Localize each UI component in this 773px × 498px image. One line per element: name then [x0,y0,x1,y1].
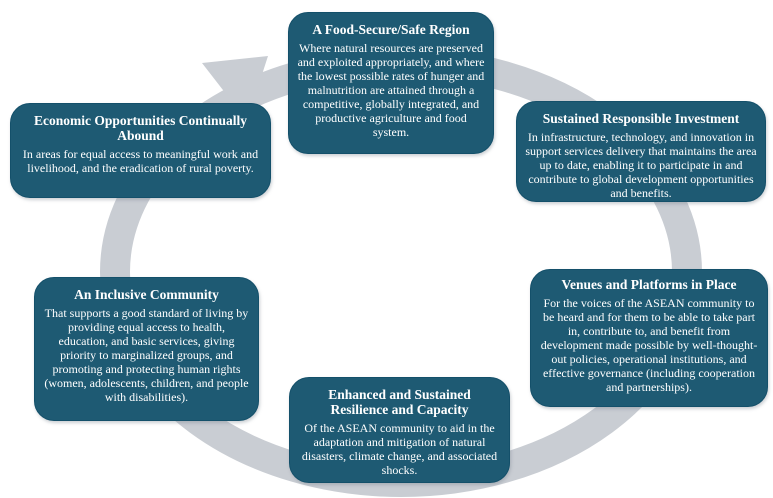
node-inclusive-community: An Inclusive Community That supports a g… [34,277,259,421]
node-body: In infrastructure, technology, and innov… [525,130,757,200]
node-title: An Inclusive Community [74,287,219,302]
node-food-secure-region: A Food-Secure/Safe Region Where natural … [288,12,494,154]
node-body: Of the ASEAN community to aid in the ada… [301,421,498,477]
node-body: In areas for equal access to meaningful … [22,147,259,176]
node-title: Enhanced and Sustained Resilience and Ca… [328,387,471,418]
node-body: Where natural resources are preserved an… [297,41,485,139]
node-title: Venues and Platforms in Place [561,277,737,292]
node-title: Sustained Responsible Investment [542,111,740,126]
node-body: For the voices of the ASEAN community to… [540,296,758,394]
node-title: A Food-Secure/Safe Region [312,22,470,37]
node-title: Economic Opportunities Continually Aboun… [33,113,248,144]
node-resilience-and-capacity: Enhanced and Sustained Resilience and Ca… [289,377,510,483]
node-economic-opportunities: Economic Opportunities Continually Aboun… [10,103,271,198]
node-body: That supports a good standard of living … [44,306,249,404]
node-sustained-responsible-investment: Sustained Responsible Investment In infr… [516,101,766,202]
node-venues-and-platforms: Venues and Platforms in Place For the vo… [530,269,768,407]
